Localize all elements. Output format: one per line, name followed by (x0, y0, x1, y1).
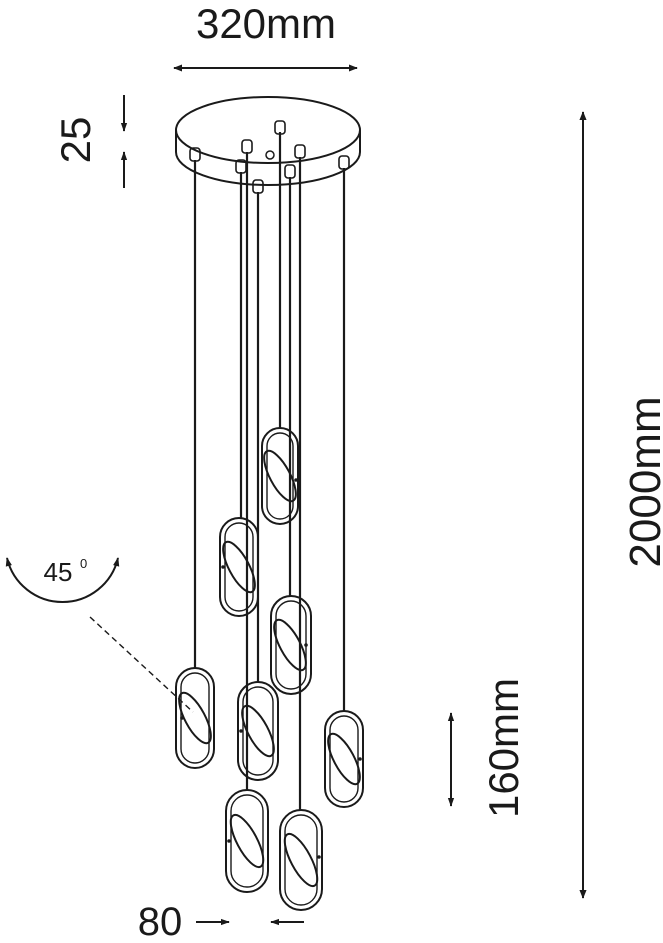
width-label: 320mm (196, 0, 336, 47)
pendant-disc (283, 832, 319, 888)
pendant (237, 179, 279, 781)
pendant-disc (263, 449, 297, 503)
pendant (219, 159, 259, 617)
pendant-head (270, 595, 312, 695)
pendant-pivot (227, 839, 231, 843)
pendant-head-inner (266, 432, 294, 520)
pendant-head (175, 667, 215, 769)
total-height-dimension: 2000mm (579, 111, 663, 899)
pendant-head-inner (180, 672, 210, 764)
cable-connector (284, 164, 296, 179)
pendant-head-inner (230, 794, 264, 888)
canopy-height-label: 25 (52, 117, 99, 164)
cable-connector (252, 179, 264, 194)
pendant-head-inner (329, 715, 359, 803)
pendant-head-inner (242, 686, 274, 776)
pendant (279, 144, 323, 911)
width-dimension: 320mm (173, 0, 358, 72)
pendant-width-label: 80 (138, 900, 183, 943)
canopy-height-dimension: 25 (52, 95, 128, 188)
pendant (261, 120, 299, 525)
pendant-group (175, 120, 364, 911)
rotation-degree-symbol: 0 (80, 556, 87, 571)
canopy-center-screw-icon (265, 150, 275, 160)
pendant (324, 155, 364, 808)
pendant-pivot (180, 716, 184, 720)
pendant (225, 139, 269, 893)
rotation-angle-label: 45 (44, 557, 73, 587)
pendant-head (324, 710, 364, 808)
cable-connector (338, 155, 350, 170)
pendant (175, 147, 215, 769)
pendant-pivot (304, 643, 308, 647)
pendant-disc (229, 813, 265, 869)
pendant-pivot (358, 757, 362, 761)
canopy (175, 96, 361, 186)
pendant-head (225, 789, 269, 893)
cable-connector (189, 147, 201, 162)
total-height-label: 2000mm (621, 396, 663, 567)
pendant-head-inner (284, 814, 318, 906)
pendant-height-dimension: 160mm (447, 678, 527, 818)
pendant-head-inner (224, 522, 254, 612)
pendant (270, 164, 312, 695)
pendant-head (261, 427, 299, 525)
pendant-disc (273, 618, 307, 672)
rotation-indicator: 45 0 (5, 556, 194, 713)
pendant-height-label: 160mm (480, 678, 527, 818)
pendant-pivot (317, 855, 321, 859)
pendant-pivot (239, 729, 243, 733)
canopy-top (175, 96, 361, 164)
rotation-leader-line (89, 616, 194, 713)
pendant-disc (178, 691, 212, 745)
pendant-head (279, 809, 323, 911)
cable-connector (294, 144, 306, 159)
cable-connector (241, 139, 253, 154)
pendant-head (237, 681, 279, 781)
cable-connector (274, 120, 286, 135)
pendant-pivot (294, 478, 298, 482)
pendant-disc (241, 704, 275, 758)
pendant-disc (327, 732, 361, 786)
canopy-rim (175, 130, 361, 186)
pendant-pivot (221, 565, 225, 569)
pendant-width-dimension: 80 (138, 900, 304, 943)
rotation-arc-icon (5, 557, 120, 603)
